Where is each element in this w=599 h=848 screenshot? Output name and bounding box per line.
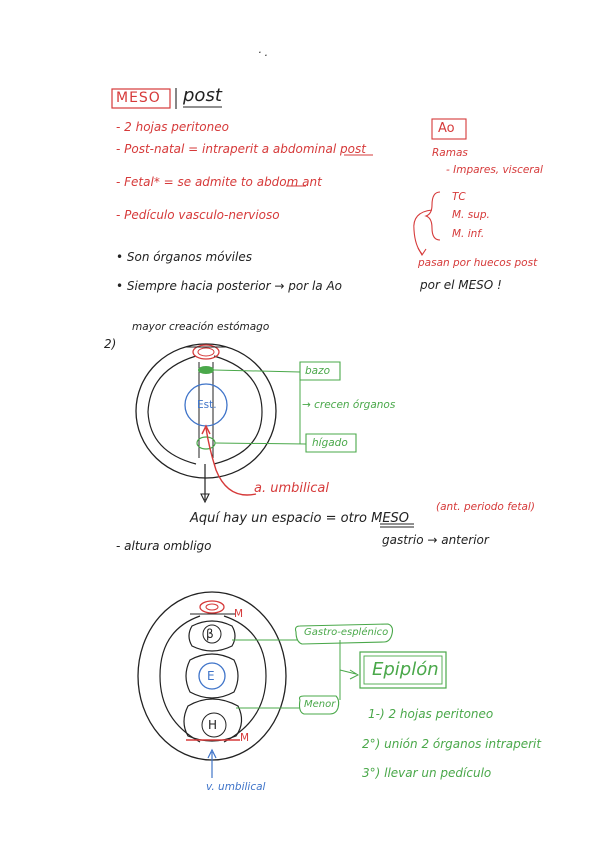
point-2: 2°) unión 2 órganos intraperit [362, 737, 542, 751]
heading-meso: MESO [116, 90, 161, 106]
crecen-label: → crecen órganos [302, 399, 396, 411]
top-marks: · . [258, 47, 269, 59]
ao-box [431, 118, 467, 140]
ao-branch-minf: M. inf. [452, 228, 485, 240]
ao-impares: - Impares, visceral [446, 164, 543, 176]
diagram-two [137, 591, 447, 778]
bullet-2: • Siempre hacia posterior → por la Ao [116, 279, 343, 293]
ao-branch-msup: M. sup. [452, 209, 490, 221]
ao-pasan: pasan por huecos post [418, 257, 538, 269]
e-label: E [207, 669, 215, 683]
ao-por-meso: por el MESO ! [420, 278, 502, 292]
ao-branch-tc: TC [452, 191, 466, 203]
point-1: 1-) 2 hojas peritoneo [368, 707, 494, 721]
diagram1-caption: mayor creación estómago [132, 321, 270, 333]
h-label: H [208, 718, 218, 732]
m-top-label: M [234, 608, 244, 620]
gastro-label: Gastro-esplénico [304, 627, 389, 638]
ao-box-label: Ao [438, 121, 455, 136]
altura-label: - altura ombligo [116, 539, 212, 553]
bazo-label: bazo [305, 365, 331, 377]
bullet-1: • Son órganos móviles [116, 250, 252, 264]
m-bottom-label: M [240, 732, 250, 744]
point-3: 3°) llevar un pedículo [362, 766, 492, 780]
list-item-4: - Pedículo vasculo-nervioso [116, 208, 280, 222]
list-item-3: - Fetal* = se admite to abdom ant [116, 175, 322, 189]
meso-box [111, 88, 171, 109]
beta-label: β [206, 627, 214, 641]
vena-label: v. umbilical [206, 781, 266, 793]
diagram1-number: 2) [104, 337, 117, 351]
epiplon-label: Epiplón [372, 659, 439, 680]
est-label: Est. [197, 399, 217, 411]
diagram-one [135, 343, 414, 528]
higado-label: hígado [312, 437, 348, 449]
ant-periodo-label: (ant. periodo fetal) [436, 501, 535, 513]
espacio-label: Aquí hay un espacio = otro MESO [190, 511, 410, 526]
list-item-1: - 2 hojas peritoneo [116, 120, 229, 134]
gastrio-label: gastrio → anterior [382, 533, 489, 547]
ao-ramas: Ramas [432, 147, 468, 159]
umbilical-label: a. umbilical [254, 481, 329, 496]
heading-post: post [183, 85, 222, 106]
list-item-2: - Post-natal = intraperit a abdominal po… [116, 142, 366, 156]
menor-label: Menor [304, 699, 336, 710]
